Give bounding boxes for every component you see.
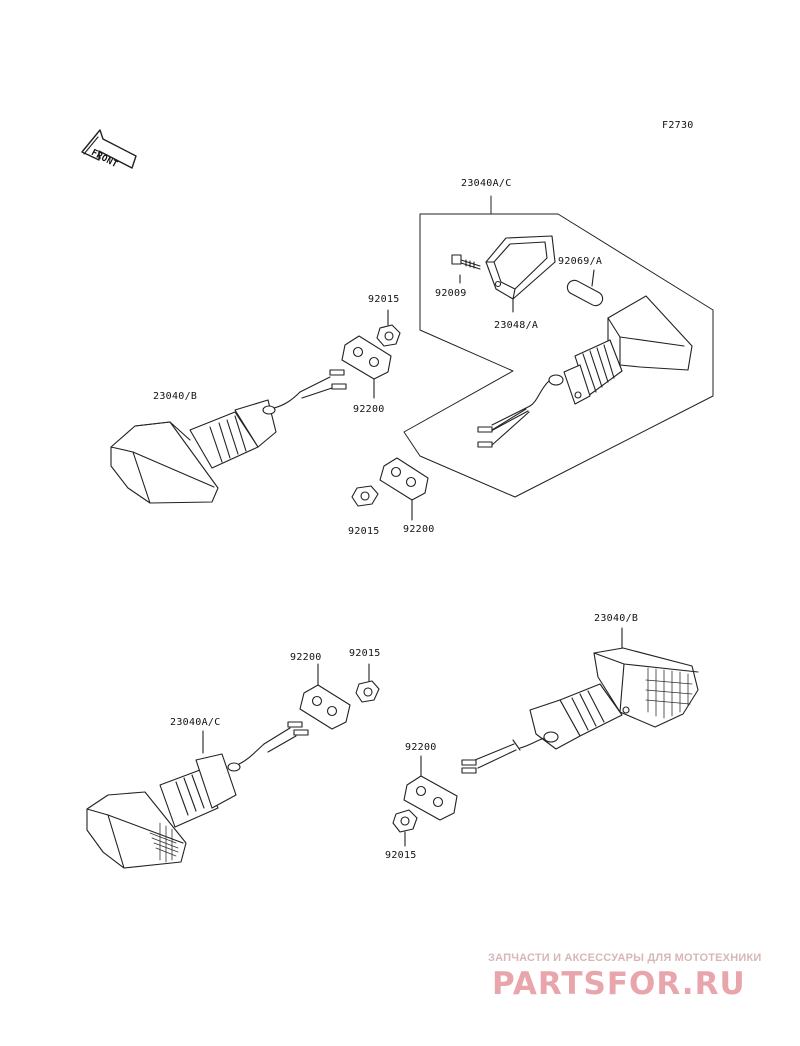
label-92069a: 92069/A	[558, 256, 603, 267]
label-92200-top-mid: 92200	[403, 524, 435, 535]
label-23048a: 23048/A	[494, 320, 539, 331]
figure-code: F2730	[662, 120, 694, 131]
plate-bottom-left	[299, 663, 351, 730]
turn-signal-bottom-left	[86, 721, 309, 869]
front-arrow-icon	[81, 129, 137, 169]
watermark-logo: PARTSFOR.RU	[492, 966, 746, 1002]
nut-top-mid	[351, 485, 379, 507]
label-92015-top-mid: 92015	[348, 526, 380, 537]
lens-23048a	[485, 235, 556, 313]
nut-bottom-left	[355, 663, 380, 703]
assy-bracket-outline	[403, 195, 714, 498]
nut-bottom-right	[392, 809, 418, 847]
plate-top-mid	[379, 457, 429, 521]
label-92200-bottom-left: 92200	[290, 652, 322, 663]
turn-signal-top-left	[110, 369, 347, 504]
plate-top-left	[341, 335, 392, 399]
label-23040ac-bottom: 23040A/C	[170, 717, 221, 728]
screw-92009	[451, 254, 481, 284]
nut-top-left	[376, 309, 401, 347]
label-92015-bottom-right: 92015	[385, 850, 417, 861]
bulb-92069a	[566, 269, 604, 307]
turn-signal-bottom-right	[461, 627, 699, 774]
label-92015-top-left: 92015	[368, 294, 400, 305]
watermark-tagline: ЗАПЧАСТИ И АКСЕССУАРЫ ДЛЯ МОТОТЕХНИКИ	[488, 952, 762, 964]
label-23040ac-top: 23040A/C	[461, 178, 512, 189]
turn-signal-top-right	[477, 295, 693, 448]
label-23040b-top: 23040/B	[153, 391, 198, 402]
label-92009: 92009	[435, 288, 467, 299]
plate-bottom-right	[403, 755, 458, 821]
label-92200-top-left: 92200	[353, 404, 385, 415]
label-92200-bottom-right: 92200	[405, 742, 437, 753]
label-23040b-bottom: 23040/B	[594, 613, 639, 624]
label-92015-bottom-left: 92015	[349, 648, 381, 659]
